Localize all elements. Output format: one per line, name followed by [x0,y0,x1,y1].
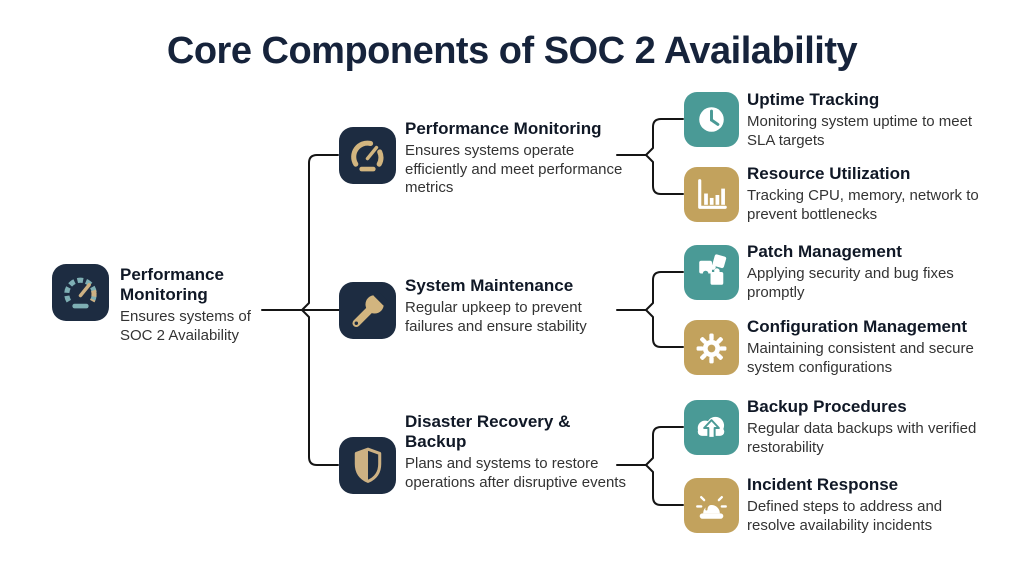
leaf-node-configuration-management: Configuration Management Maintaining con… [747,317,987,377]
gauge-icon [52,264,109,321]
cloud-upload-icon [684,400,739,455]
branch-node-system-maintenance: System Maintenance Regular upkeep to pre… [405,276,629,336]
leaf-description: Defined steps to address and resolve ava… [747,498,943,534]
leaf-node-incident-response: Incident Response Defined steps to addre… [747,475,987,535]
leaf-description: Monitoring system uptime to meet SLA tar… [747,113,973,149]
branch-description: Plans and systems to restore operations … [405,455,626,491]
shield-icon [339,437,396,494]
clock-icon [684,92,739,147]
root-title: Performance Monitoring [120,265,224,305]
leaf-description: Maintaining consistent and secure system… [747,340,974,376]
leaf-title: Configuration Management [747,317,968,336]
leaf-title: Resource Utilization [747,164,911,183]
root-description: Ensures systems of SOC 2 Availability [120,308,251,344]
leaf-title: Patch Management [747,242,902,261]
gauge-icon [339,127,396,184]
leaf-description: Tracking CPU, memory, network to prevent… [747,187,979,223]
leaf-node-resource-utilization: Resource Utilization Tracking CPU, memor… [747,164,987,224]
siren-icon [684,478,739,533]
leaf-title: Incident Response [747,475,899,494]
branch-description: Regular upkeep to prevent failures and e… [405,299,587,335]
puzzle-icon [684,245,739,300]
branch-title: System Maintenance [405,276,574,295]
branch-node-performance-monitoring: Performance Monitoring Ensures systems o… [405,119,629,198]
bar-chart-icon [684,167,739,222]
leaf-node-backup-procedures: Backup Procedures Regular data backups w… [747,397,987,457]
leaf-description: Applying security and bug fixes promptly [747,265,954,301]
branch-description: Ensures systems operate efficiently and … [405,142,623,197]
root-node: Performance Monitoring Ensures systems o… [120,265,252,345]
branch-title: Disaster Recovery & Backup [405,412,571,452]
gear-icon [684,320,739,375]
leaf-title: Backup Procedures [747,397,907,416]
leaf-description: Regular data backups with verified resto… [747,420,977,456]
branch-title: Performance Monitoring [405,119,602,138]
page-title: Core Components of SOC 2 Availability [166,30,858,72]
leaf-title: Uptime Tracking [747,90,880,109]
leaf-node-patch-management: Patch Management Applying security and b… [747,242,987,302]
branch-node-disaster-recovery: Disaster Recovery & Backup Plans and sys… [405,412,629,492]
leaf-node-uptime-tracking: Uptime Tracking Monitoring system uptime… [747,90,987,150]
wrench-icon [339,282,396,339]
